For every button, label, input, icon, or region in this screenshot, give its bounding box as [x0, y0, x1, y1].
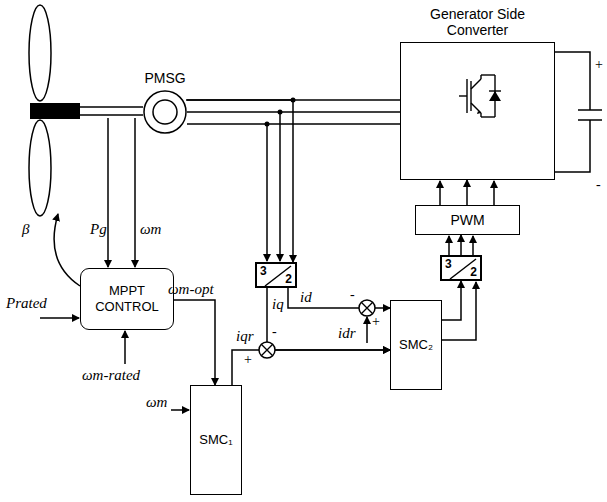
- converter-box: Generator Side Converter: [400, 42, 555, 180]
- signal-label: ωm: [140, 222, 161, 237]
- generator-circle: PMSG: [143, 90, 187, 134]
- capacitor-plate: [578, 119, 602, 121]
- pwm-input: [448, 236, 450, 255]
- tap-wire: [266, 124, 268, 261]
- block-text: SMC₁: [199, 432, 232, 448]
- signal-label: ωm: [146, 395, 167, 410]
- signal-label: -: [272, 325, 277, 339]
- control-block: SMC₁: [190, 385, 242, 495]
- pitch-arrow: [54, 214, 80, 286]
- generator-outline: [143, 90, 187, 134]
- signal-connector: [460, 235, 462, 255]
- tap-dot: [265, 122, 270, 127]
- wrated-arrow: [124, 331, 126, 364]
- control-block: PWM: [415, 205, 520, 235]
- signal-label: -: [350, 288, 355, 302]
- block-text: MPPT CONTROL: [81, 283, 173, 314]
- smc-output: [442, 282, 476, 340]
- hub: [30, 103, 80, 119]
- signal-label: +: [595, 58, 603, 72]
- signal-label: -: [596, 178, 601, 192]
- control-block: SMC₂: [390, 300, 442, 390]
- transform-digit: 3: [445, 258, 452, 270]
- junction-cross: [261, 344, 272, 355]
- signal-pg: [107, 118, 109, 267]
- signal-label: +: [244, 353, 252, 367]
- converter-heading: Generator Side Converter: [401, 6, 554, 38]
- control-block: MPPT CONTROL: [80, 268, 174, 330]
- transform-digit: 3: [260, 265, 267, 277]
- gate-signal: [493, 181, 495, 205]
- prated-arrow: [40, 317, 79, 319]
- tap-wire: [279, 112, 281, 261]
- transform-block: 32: [440, 255, 482, 281]
- signal-label: iq: [272, 297, 284, 312]
- signal-connector: [466, 180, 468, 205]
- signal-label: iqr: [236, 329, 254, 344]
- signal-label: idr: [338, 326, 356, 341]
- gate-signal: [439, 181, 441, 205]
- summing-junction: [359, 300, 375, 316]
- signal-connector: [267, 288, 390, 350]
- block-text: PWM: [450, 212, 484, 229]
- transform-digit: 2: [285, 273, 292, 285]
- shaft: [80, 106, 143, 108]
- signal-label: ωm-opt: [168, 282, 214, 297]
- signal-connector: [187, 100, 293, 262]
- signal-connector: [174, 300, 215, 385]
- idr-arrow: [366, 317, 368, 343]
- pwm-input: [472, 236, 474, 255]
- signal-label: id: [300, 290, 312, 305]
- transform-block: 32: [255, 262, 297, 288]
- signal-label: Prated: [6, 296, 47, 311]
- signal-label: +: [372, 315, 380, 329]
- signal-label: Pg: [90, 222, 107, 237]
- block-text: SMC₂: [399, 337, 433, 353]
- signal-connector: [232, 350, 390, 385]
- capacitor-plate: [578, 109, 602, 111]
- generator-label: PMSG: [144, 70, 185, 86]
- transform-digit: 2: [470, 266, 477, 278]
- summing-junction: [259, 342, 275, 358]
- turbine-blade: [29, 5, 51, 101]
- junction-cross: [361, 302, 372, 313]
- shaft: [80, 114, 143, 116]
- signal-label: β: [22, 222, 29, 237]
- wm-arrow: [171, 409, 189, 411]
- signal-wm: [134, 118, 136, 267]
- dc-link: [555, 52, 590, 110]
- igbt-symbol: [449, 71, 509, 121]
- signal-label: ωm-rated: [82, 368, 140, 383]
- dc-link: [555, 120, 590, 172]
- turbine-blade: [29, 120, 51, 216]
- signal-connector: [442, 281, 461, 320]
